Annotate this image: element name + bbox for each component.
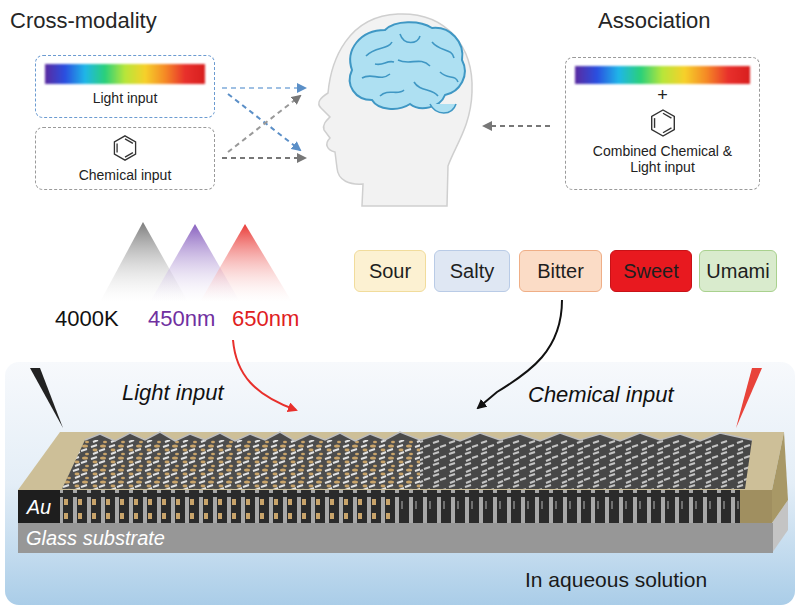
chemical-input-box: Chemical input [35,127,215,190]
label-holder: Light input [122,380,224,406]
rainbow-bar [575,66,750,84]
node-text: In aqueous solution [525,567,707,592]
node-text: Au [27,495,51,519]
input-label: Light input [122,380,224,406]
taste-box: Umami [699,250,777,292]
node-text: Chemical input [79,167,172,184]
light-source-label: 650nm [232,306,299,332]
rainbow-bar [45,64,205,84]
section-heading: Association [598,8,711,34]
dashed-arrow [484,125,550,127]
film-roughness [85,432,752,441]
red-light-beam [200,224,292,302]
brain [350,22,465,109]
label-holder: Chemical input [528,382,674,408]
node-text: Sweet [623,259,679,283]
glass-substrate-band: Glass substrate [18,523,773,553]
cerebellum [430,104,456,113]
film-cross-section [400,490,740,523]
film-top [420,440,752,489]
probe-tip [736,368,762,428]
gold-front [740,490,772,523]
solution-ground [5,362,795,605]
node-text: Glass substrate [26,526,165,550]
electrode-face: Au [18,490,60,523]
taste-box: Sour [354,250,426,292]
probe-tip [30,368,63,428]
dashed-arrow [228,96,300,152]
head-silhouette [319,14,472,206]
label-holder: 450nm [148,306,215,332]
light-input-box: Light input [35,55,215,118]
dashed-arrow [222,87,305,89]
light-source-label: 450nm [148,306,215,332]
node-text: Bitter [537,259,584,283]
dashed-arrow [228,94,300,150]
label-holder: Association [598,8,711,34]
brain-folds [362,34,458,96]
section-heading: Cross-modality [10,8,157,34]
node-text: Salty [450,259,494,283]
label-holder: 4000K [55,306,119,332]
light-arrow [233,340,296,410]
light-source-label: 4000K [55,306,119,332]
label-holder: Cross-modality [10,8,157,34]
gold-side [772,432,788,523]
node-text: Umami [706,259,769,283]
film-top [62,440,420,489]
node-text: Combined Chemical & Light input [578,143,748,177]
node-text: Light input [93,90,158,107]
benzene-ring [647,107,679,139]
label-holder: 650nm [232,306,299,332]
node-text: + [657,85,668,107]
benzene-ring [110,133,140,163]
taste-box: Bitter [519,250,602,292]
combined-input-box: + Combined Chemical & Light input [565,57,760,190]
gold-top [18,432,784,490]
dashed-arrow [222,157,305,159]
taste-box: Salty [434,250,510,292]
input-label: Chemical input [528,382,674,408]
film-cross-section [60,490,400,523]
taste-box: Sweet [610,250,692,292]
node-text: Sour [369,259,411,283]
